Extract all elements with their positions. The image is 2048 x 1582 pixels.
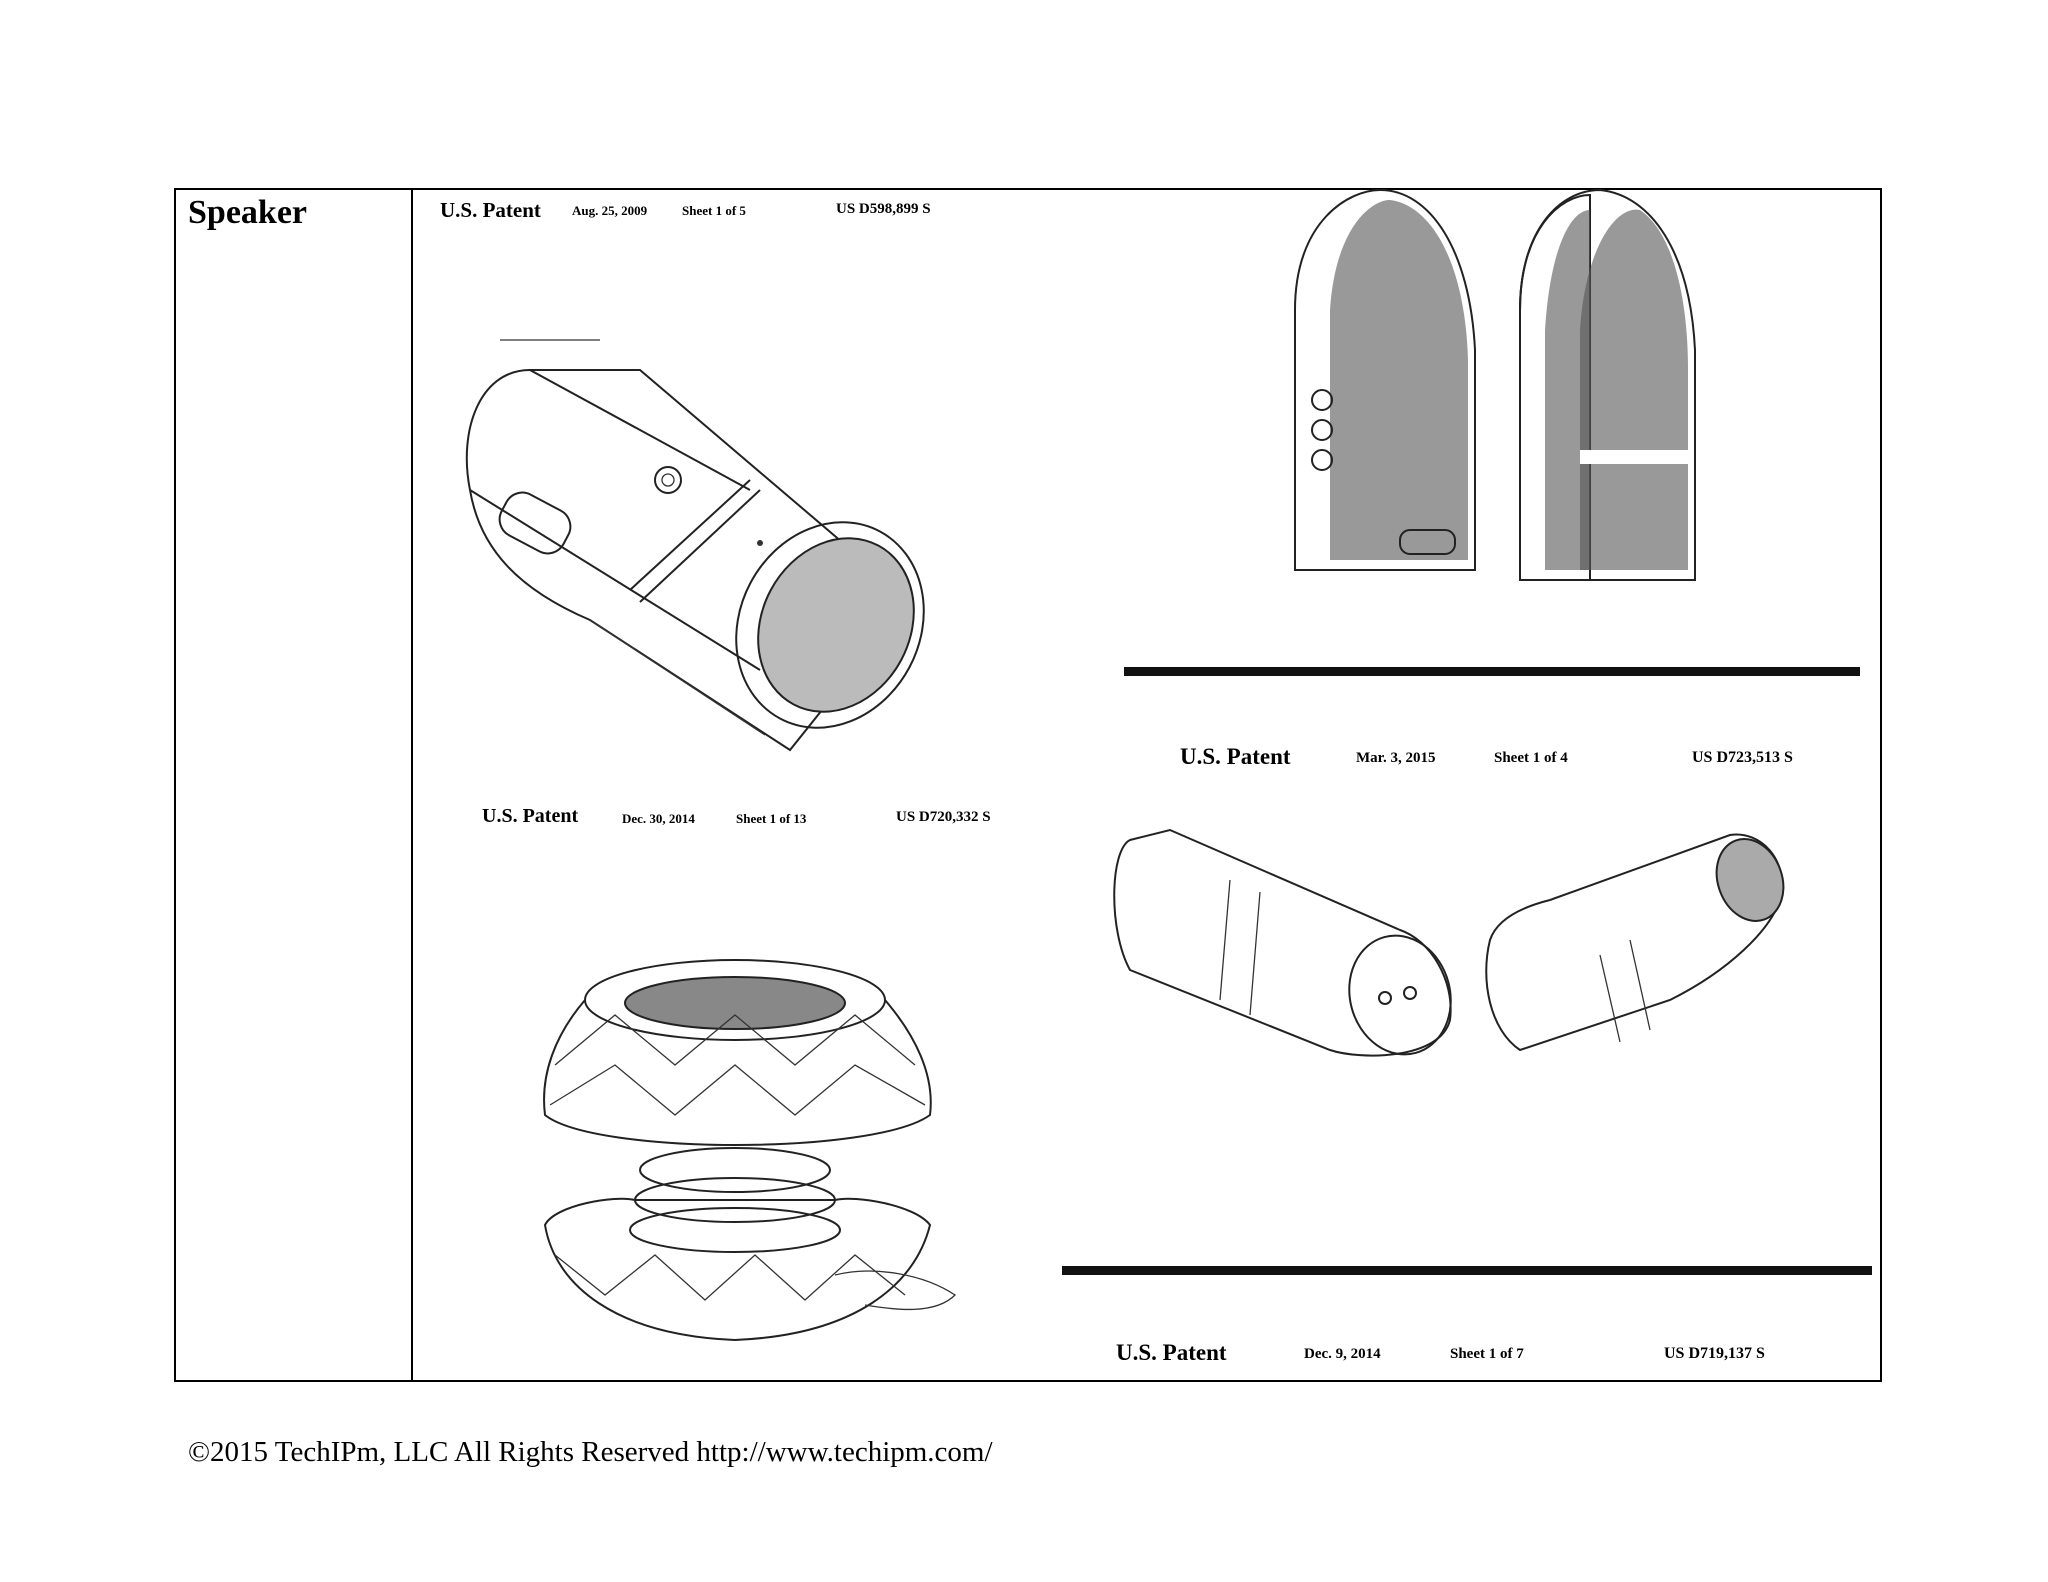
twin-tube-speakers-drawing xyxy=(1110,830,1790,1070)
patent-number: US D720,332 S xyxy=(896,809,991,826)
row-label: Speaker xyxy=(188,194,307,232)
patent-title: U.S. Patent xyxy=(440,198,541,223)
separator-bar xyxy=(1124,667,1860,676)
patent-title: U.S. Patent xyxy=(1180,744,1291,770)
patent-sheet: Sheet 1 of 7 xyxy=(1450,1346,1524,1363)
patent-number: US D598,899 S xyxy=(836,201,931,218)
patent-number: US D723,513 S xyxy=(1692,749,1793,767)
patent-title: U.S. Patent xyxy=(482,805,578,828)
patent-title: U.S. Patent xyxy=(1116,1340,1227,1366)
separator-bar xyxy=(1062,1266,1872,1275)
cylinder-speaker-drawing xyxy=(440,340,1000,760)
patent-date: Aug. 25, 2009 xyxy=(572,203,647,219)
copyright-footer: ©2015 TechIPm, LLC All Rights Reserved h… xyxy=(188,1436,993,1469)
patent-date: Mar. 3, 2015 xyxy=(1356,750,1435,767)
patent-sheet: Sheet 1 of 4 xyxy=(1494,750,1568,767)
patent-sheet: Sheet 1 of 5 xyxy=(682,203,746,219)
tower-speaker-right-drawing xyxy=(1520,190,1720,590)
patent-sheet: Sheet 1 of 13 xyxy=(736,811,806,827)
faceted-mini-speaker-drawing xyxy=(535,955,975,1355)
patent-number: US D719,137 S xyxy=(1664,1345,1765,1363)
column-divider xyxy=(411,190,413,1380)
patent-date: Dec. 9, 2014 xyxy=(1304,1346,1381,1363)
patent-date: Dec. 30, 2014 xyxy=(622,811,695,827)
